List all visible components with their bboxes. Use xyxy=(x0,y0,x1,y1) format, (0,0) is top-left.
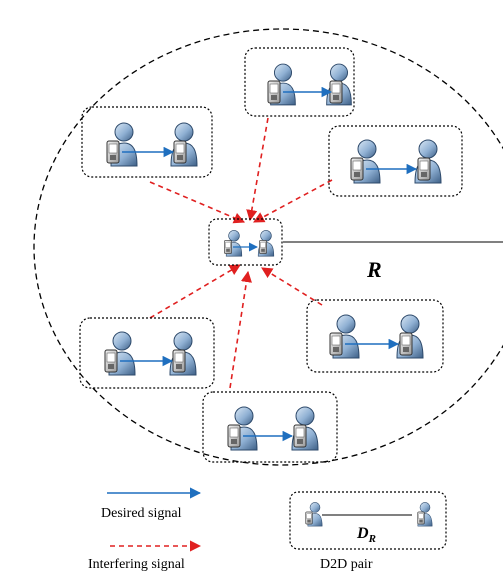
legend-pair-label: D2D pair xyxy=(320,557,373,572)
interfering-arrow xyxy=(149,264,241,319)
legend-pair-box: DR xyxy=(289,491,447,550)
legend-desired-label: Desired signal xyxy=(101,506,182,521)
pair-upper-right xyxy=(328,125,463,197)
interfering-arrow xyxy=(229,270,252,389)
pair-lower-left xyxy=(79,317,215,389)
pair-top xyxy=(244,47,355,117)
pair-center xyxy=(208,218,283,266)
interfering-arrow xyxy=(246,117,269,222)
coverage-circle xyxy=(33,28,503,466)
legend-distance-subscript: R xyxy=(368,533,376,545)
legend-interfering-label: Interfering signal xyxy=(88,557,185,572)
interfering-arrow xyxy=(149,181,246,224)
interfering-arrow xyxy=(253,179,333,223)
radius-label: R xyxy=(366,257,382,282)
pair-lower-right xyxy=(306,299,444,373)
interfering-arrows xyxy=(149,117,333,389)
legend-distance-label: DR xyxy=(356,525,376,545)
legend: Desired signal Interfering signal DR D2D… xyxy=(88,487,447,572)
pair-bottom xyxy=(202,391,338,463)
interfering-arrow xyxy=(261,267,323,306)
pair-upper-left xyxy=(81,106,213,178)
